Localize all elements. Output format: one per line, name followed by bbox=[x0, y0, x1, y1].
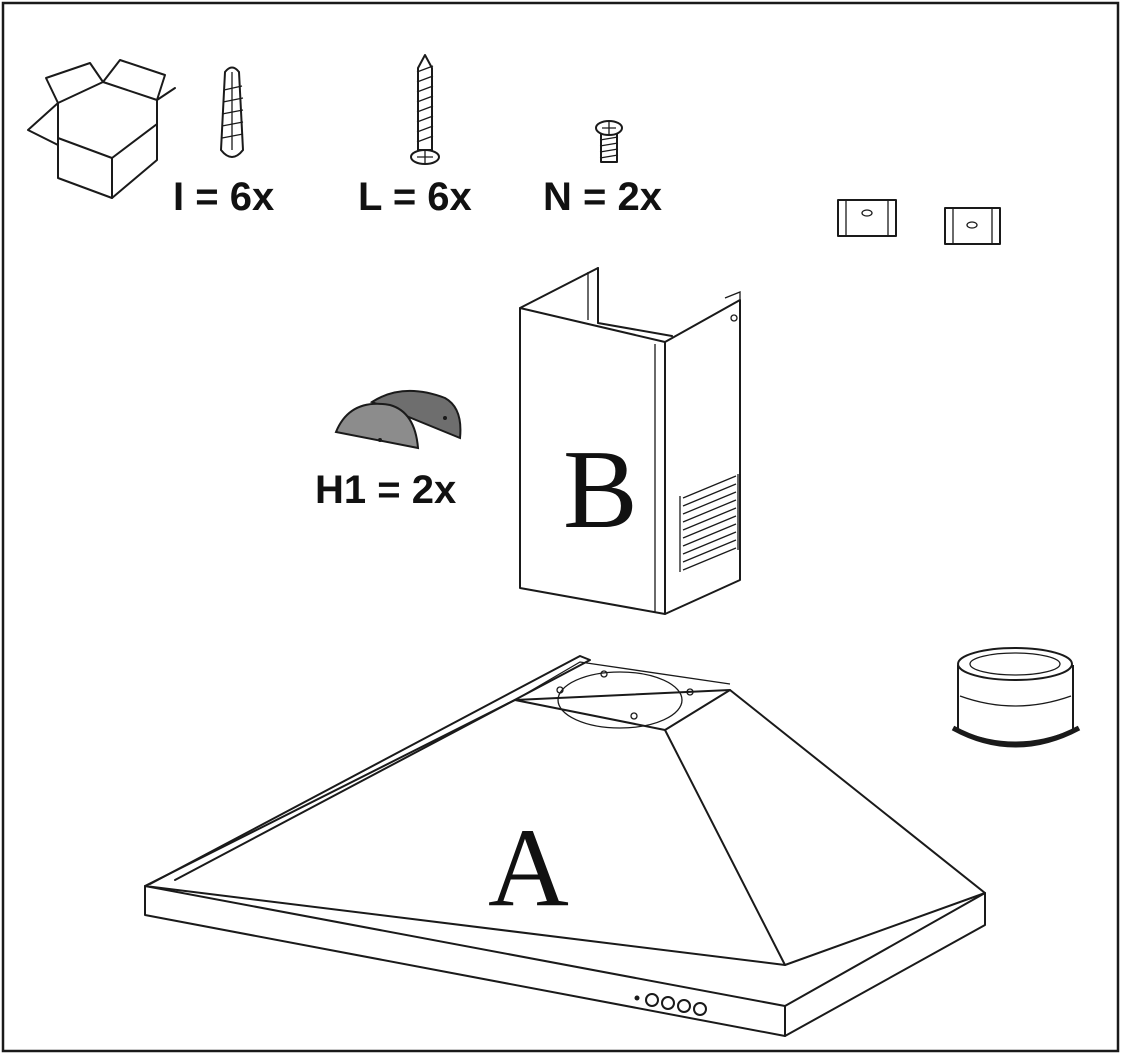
control-knob-icon bbox=[677, 999, 691, 1013]
control-knob-icon bbox=[661, 996, 675, 1010]
anti-return-valve-icon bbox=[334, 389, 462, 450]
cardboard-box-icon bbox=[27, 59, 176, 199]
control-knob-icon bbox=[645, 993, 659, 1007]
control-panel bbox=[634, 993, 707, 1016]
wall-plug-icon bbox=[220, 66, 244, 158]
cooker-hood-body bbox=[144, 655, 986, 1037]
long-screw-quantity: L = 6x bbox=[358, 175, 472, 219]
hood-label: A bbox=[488, 806, 569, 930]
valve-quantity: H1 = 2x bbox=[315, 468, 456, 512]
chimney-label: B bbox=[563, 428, 638, 552]
plug-quantity: I = 6x bbox=[173, 175, 274, 219]
control-knob-icon bbox=[693, 1002, 707, 1016]
short-screw-quantity: N = 2x bbox=[543, 175, 662, 219]
short-screw-icon bbox=[595, 120, 623, 163]
chimney-section bbox=[519, 267, 741, 615]
ventilation-grille bbox=[679, 474, 739, 572]
mounting-bracket-icon bbox=[837, 199, 1001, 245]
duct-flange-icon bbox=[951, 647, 1081, 748]
long-screw-icon bbox=[410, 54, 440, 165]
